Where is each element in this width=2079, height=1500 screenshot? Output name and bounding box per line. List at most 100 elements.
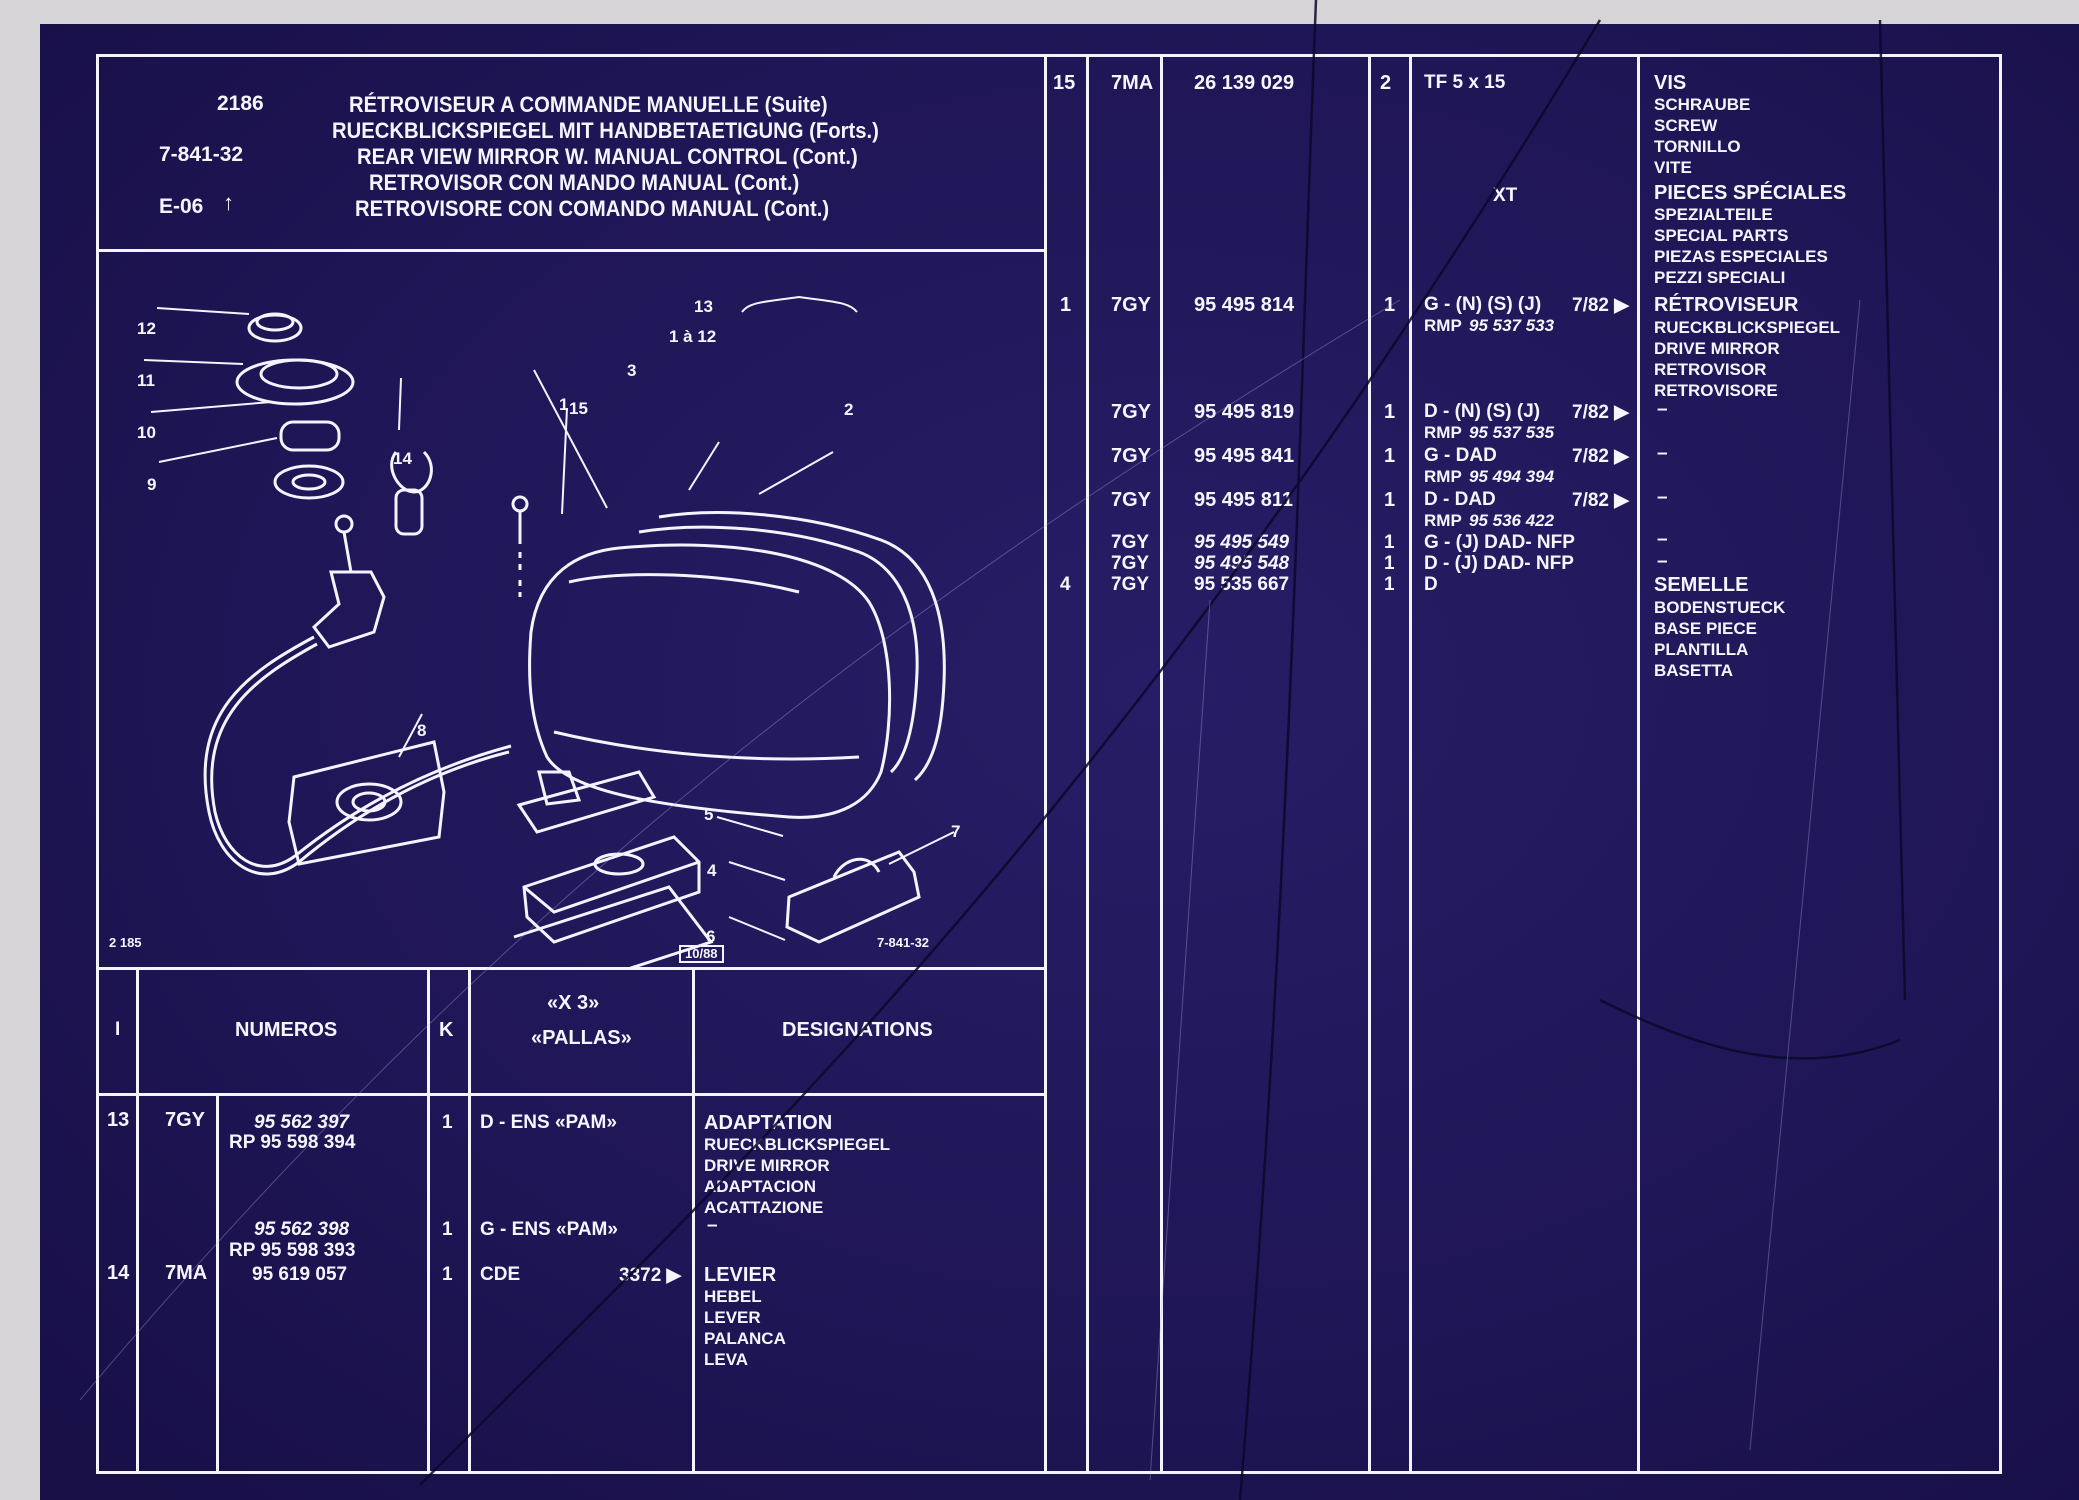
rrow-15-desig2-1: SPEZIALTEILE (1654, 205, 1773, 224)
col-line (136, 967, 139, 1471)
row13b-desig: – (707, 1215, 718, 1236)
callout-15: 15 (569, 399, 588, 418)
row14-desig-1: HEBEL (704, 1287, 762, 1306)
rrow-2-number: 95 495 819 (1194, 401, 1295, 423)
callout-13: 13 (694, 297, 713, 316)
col-line (427, 967, 430, 1471)
rrow-4-date: 7/82 ▶ (1572, 490, 1629, 511)
rrow-1-desig-2: DRIVE MIRROR (1654, 339, 1780, 358)
col-line (1160, 57, 1163, 1471)
rrow-15-index: 15 (1053, 72, 1076, 94)
rrow-15-desig-3: TORNILLO (1654, 137, 1741, 156)
col-header-model-pallas: «PALLAS» (531, 1027, 632, 1049)
col-line (1086, 57, 1089, 1471)
callout-14: 14 (393, 449, 412, 468)
rrow-4-rmp-label: RMP (1424, 511, 1462, 530)
row13b-rp: RP 95 598 393 (229, 1240, 356, 1261)
rrow-4-model: D - DAD (1424, 489, 1496, 510)
rrow-4-number: 95 495 811 (1194, 489, 1293, 511)
diagram-ref-right: 7-841-32 (877, 935, 930, 950)
row13-rp: RP 95 598 394 (229, 1132, 356, 1153)
row14-extra: 3372 ▶ (619, 1265, 682, 1286)
rrow-15-desig2-4: PEZZI SPECIALI (1654, 268, 1786, 287)
rrow-2-rmp: 95 537 535 (1469, 423, 1555, 442)
title-french: RÉTROVISEUR A COMMANDE MANUELLE (Suite) (349, 92, 828, 117)
col-line (216, 1093, 219, 1471)
part-9-washer (273, 464, 345, 500)
rrow-4-desig: – (1657, 487, 1668, 508)
part-11-grommet (235, 358, 355, 406)
left-block-border (1044, 57, 1047, 1471)
part-15-screw (511, 495, 529, 513)
rrow-15-desig-1: SCHRAUBE (1654, 95, 1751, 114)
col-line (1637, 57, 1640, 1471)
rrow-3-model: G - DAD (1424, 445, 1497, 466)
rrow-6-qty: 1 (1384, 553, 1395, 574)
part-10-seal (279, 420, 341, 452)
col-line (468, 967, 471, 1471)
edition-arrow-icon: ↑ (223, 190, 234, 215)
row14-model: CDE (480, 1264, 521, 1285)
part-1-mirror-housing (528, 543, 892, 819)
rrow-2-qty: 1 (1384, 401, 1396, 423)
part-3-mirror-glass (638, 525, 919, 774)
rrow-2-rmp-label: RMP (1424, 423, 1462, 442)
rrow-5-model: G - (J) DAD- NFP (1424, 532, 1575, 553)
row14-desig-0: LEVIER (704, 1264, 777, 1286)
rrow-3-rmp-label: RMP (1424, 467, 1462, 486)
callout-10: 10 (137, 423, 156, 442)
callout-2: 2 (844, 400, 853, 419)
row14-number: 95 619 057 (252, 1264, 348, 1285)
rrow-7-desig-3: PLANTILLA (1654, 640, 1749, 659)
rrow-7-model: D (1424, 574, 1438, 595)
parts-catalog-sheet: 2186 7-841-32 E-06 ↑ RÉTROVISEUR A COMMA… (96, 54, 2002, 1474)
rrow-1-rmp-label: RMP (1424, 316, 1462, 335)
col-header-designations: DESIGNATIONS (782, 1019, 933, 1041)
rrow-3-qty: 1 (1384, 445, 1396, 467)
col-line (1409, 57, 1412, 1471)
rrow-1-qty: 1 (1384, 294, 1396, 316)
row13b-number: 95 562 398 (254, 1219, 350, 1240)
rrow-5-desig: – (1657, 529, 1668, 550)
rrow-3-date: 7/82 ▶ (1572, 446, 1629, 467)
rrow-2-model: D - (N) (S) (J) (1424, 401, 1541, 422)
col-line (1368, 57, 1371, 1471)
col-header-model-x3: «X 3» (547, 992, 600, 1014)
row14-desig-3: PALANCA (704, 1329, 786, 1348)
rrow-15-qty: 2 (1380, 72, 1392, 94)
rrow-1-date: 7/82 ▶ (1572, 295, 1629, 316)
rrow-7-desig-0: SEMELLE (1654, 574, 1749, 596)
table-header-rule (99, 1093, 1045, 1096)
part-5-gasket (516, 770, 657, 834)
section-code: 7-841-32 (159, 143, 244, 166)
callout-12: 12 (137, 319, 156, 338)
row13-number: 95 562 397 (254, 1112, 350, 1133)
row13b-model: G - ENS «PAM» (480, 1219, 618, 1240)
rrow-1-rmp: 95 537 533 (1469, 316, 1555, 335)
row13-qty: 1 (442, 1112, 453, 1133)
row14-index: 14 (107, 1262, 130, 1284)
rrow-7-number: 95 535 667 (1194, 574, 1290, 595)
callout-3: 3 (627, 361, 636, 380)
rrow-15-desig2-3: PIEZAS ESPECIALES (1654, 247, 1828, 266)
diagram-ref-date: 10/88 (679, 945, 724, 963)
row13b-qty: 1 (442, 1219, 453, 1240)
row13-desig-2: DRIVE MIRROR (704, 1156, 830, 1175)
rrow-3-code: 7GY (1111, 445, 1152, 467)
rrow-15-desig-0: VIS (1654, 72, 1687, 94)
col-header-k: K (439, 1019, 454, 1041)
rrow-15-code: 7MA (1111, 72, 1154, 94)
row13-desig-3: ADAPTACION (704, 1177, 817, 1196)
rrow-6-number: 95 495 548 (1194, 553, 1290, 574)
callout-9: 9 (147, 475, 156, 494)
rrow-7-index: 4 (1060, 574, 1071, 595)
rrow-1-index: 1 (1060, 294, 1072, 316)
rrow-1-desig-3: RETROVISOR (1654, 360, 1767, 379)
title-italian: RETROVISORE CON COMANDO MANUAL (Cont.) (355, 196, 830, 221)
row13-desig-4: ACATTAZIONE (704, 1198, 824, 1217)
row13-code: 7GY (165, 1109, 206, 1131)
rrow-7-desig-4: BASETTA (1654, 661, 1734, 680)
rrow-7-qty: 1 (1384, 574, 1395, 595)
rrow-1-desig-1: RUECKBLICKSPIEGEL (1654, 318, 1841, 337)
rrow-1-number: 95 495 814 (1194, 294, 1295, 316)
